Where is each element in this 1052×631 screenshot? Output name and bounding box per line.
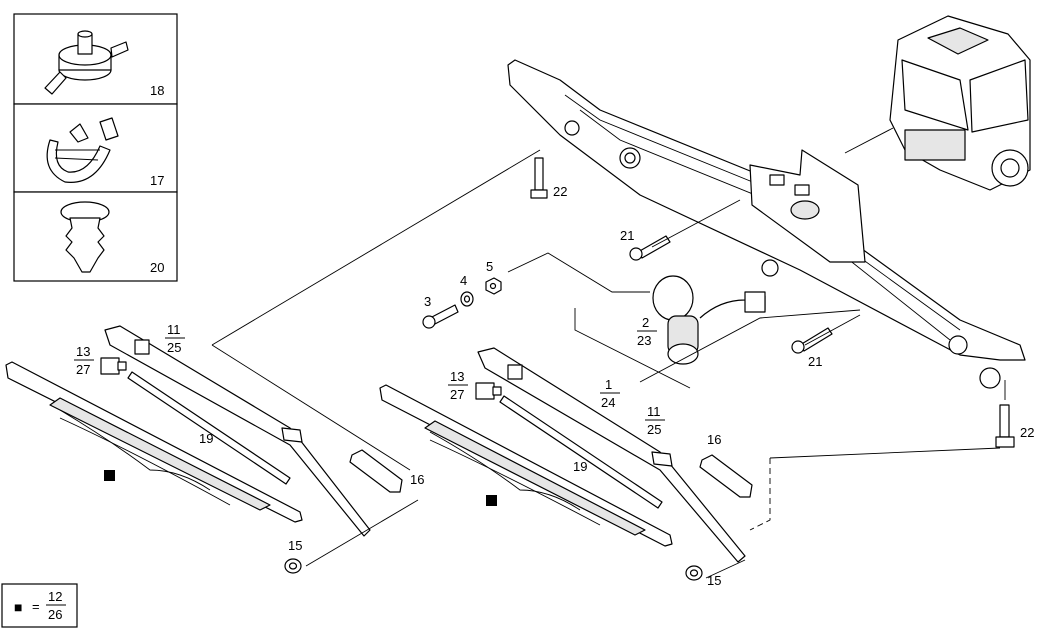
svg-text:11: 11 xyxy=(167,322,181,337)
motor-mount-bracket xyxy=(749,149,866,263)
legend-equals: = xyxy=(32,599,40,614)
callout-5: 5 xyxy=(486,259,493,274)
callout-3: 3 xyxy=(424,294,431,309)
svg-text:27: 27 xyxy=(76,362,90,377)
wiper-blade-right xyxy=(379,384,673,547)
wiper-arm-right xyxy=(477,347,746,563)
truck-cab-icon xyxy=(889,15,1031,191)
wiper-arm-left xyxy=(104,325,371,537)
svg-text:25: 25 xyxy=(167,340,181,355)
callout-13-27-right: 13 27 xyxy=(448,369,468,402)
callout-13-27-left: 13 27 xyxy=(74,344,94,377)
callout-11-25-right: 11 25 xyxy=(645,404,665,437)
callout-19-right: 19 xyxy=(573,459,587,474)
washer-15-left xyxy=(284,558,302,574)
leader-lines xyxy=(211,149,1006,579)
callout-16-left: 16 xyxy=(410,472,424,487)
blade-marker-left xyxy=(104,470,115,481)
callout-4: 4 xyxy=(460,273,467,288)
bolt-21-upper xyxy=(629,235,671,261)
inset-number-20: 20 xyxy=(150,260,164,275)
callout-21-upper: 21 xyxy=(620,228,634,243)
washer-4 xyxy=(460,291,474,307)
callout-1-24: 1 24 xyxy=(600,377,620,410)
svg-text:1: 1 xyxy=(605,377,612,392)
inset-panel-plug: 20 xyxy=(13,191,178,282)
callout-22-top: 22 xyxy=(553,184,567,199)
push-rivet-icon xyxy=(60,201,110,273)
inset-panel-connector: 18 xyxy=(13,13,178,105)
cap-13-left xyxy=(100,357,127,375)
hose-connector-icon xyxy=(44,30,129,95)
svg-text:2: 2 xyxy=(642,315,649,330)
callout-15-right: 15 xyxy=(707,573,721,588)
bolt-22-top xyxy=(530,157,548,199)
svg-text:13: 13 xyxy=(76,344,90,359)
wiper-blade-left xyxy=(5,361,303,523)
hose-clip-icon xyxy=(46,117,119,183)
svg-text:25: 25 xyxy=(647,422,661,437)
bolt-21-lower xyxy=(791,327,833,354)
callout-22-bottom: 22 xyxy=(1020,425,1034,440)
bolt-22-bottom xyxy=(995,404,1015,448)
cover-16-left xyxy=(349,449,403,493)
svg-text:13: 13 xyxy=(450,369,464,384)
callout-19-left: 19 xyxy=(199,431,213,446)
inset-panel-clip: 17 xyxy=(13,103,178,193)
inset-number-17: 17 xyxy=(150,173,164,188)
callout-21-lower: 21 xyxy=(808,354,822,369)
callout-15-left: 15 xyxy=(288,538,302,553)
cover-16-right xyxy=(699,454,753,498)
callout-16-right: 16 xyxy=(707,432,721,447)
nut-5 xyxy=(485,277,502,295)
blade-marker-right xyxy=(486,495,497,506)
svg-text:24: 24 xyxy=(601,395,615,410)
callout-2-23: 2 23 xyxy=(637,315,657,348)
wiper-motor xyxy=(652,275,766,365)
inset-number-18: 18 xyxy=(150,83,164,98)
legend-box: ■ = 12 26 xyxy=(1,583,78,628)
legend-symbol: ■ xyxy=(14,599,22,615)
cap-13-right xyxy=(475,382,502,400)
svg-text:27: 27 xyxy=(450,387,464,402)
legend-den: 26 xyxy=(48,607,62,622)
bolt-3 xyxy=(422,304,459,329)
washer-15-right xyxy=(685,565,703,581)
legend-num: 12 xyxy=(48,589,62,604)
svg-text:11: 11 xyxy=(647,404,661,419)
svg-text:23: 23 xyxy=(637,333,651,348)
callout-11-25-left: 11 25 xyxy=(165,322,185,355)
